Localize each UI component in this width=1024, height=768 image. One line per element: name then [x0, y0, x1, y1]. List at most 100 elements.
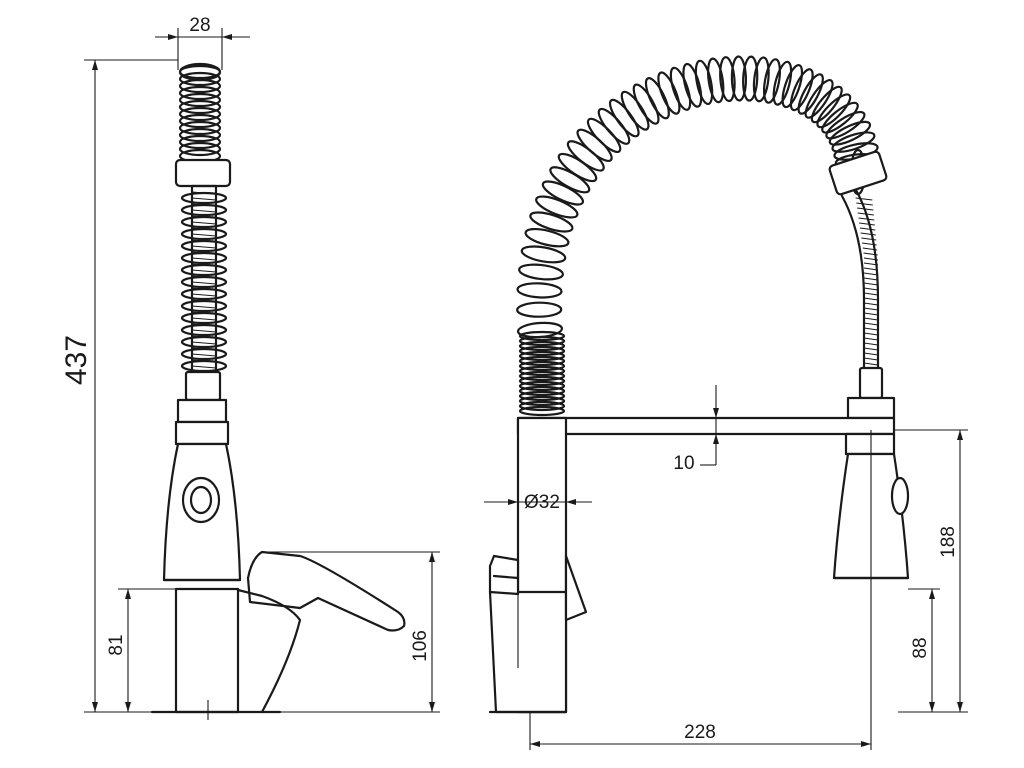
hose-rib — [191, 269, 217, 273]
front-spray-button — [890, 476, 910, 516]
side-spring-coil-top — [178, 62, 222, 164]
front-lever-block — [488, 590, 568, 714]
hose-rib — [863, 352, 879, 356]
hose-rib — [863, 257, 879, 261]
dim-side-base-height: 81 — [106, 634, 127, 655]
hose-rib — [191, 281, 217, 285]
side-hose-ferrule — [184, 370, 222, 402]
dim-overall-height: 437 — [60, 335, 93, 385]
dimension-lines — [84, 28, 968, 750]
coil-loop — [178, 62, 222, 82]
hose-rib — [191, 311, 217, 315]
coil-loop — [518, 355, 566, 367]
dim-side-top-width: 28 — [189, 15, 210, 36]
hose-rib — [863, 282, 879, 286]
side-lever-handle — [246, 550, 406, 632]
coil-loop — [178, 134, 222, 150]
hose-rib — [191, 251, 217, 255]
coil-loop — [180, 251, 228, 265]
hose-edge — [854, 188, 880, 372]
hose-rib — [858, 217, 875, 221]
front-right-hose — [840, 188, 880, 372]
coil-loop — [762, 58, 782, 104]
hose-rib — [191, 221, 217, 225]
dim-bar-thickness: 10 — [673, 453, 694, 474]
hose-rib — [191, 341, 217, 345]
coil-loop — [180, 335, 228, 349]
hose-rib — [863, 322, 879, 326]
coil-loop — [518, 345, 566, 357]
coil-loop — [180, 263, 228, 277]
coil-loop — [178, 127, 222, 143]
coil-loop — [518, 330, 566, 342]
coil-loop — [518, 400, 566, 412]
coil-loop — [180, 359, 228, 373]
coil-loop — [180, 215, 228, 229]
coil-loop — [518, 335, 566, 347]
coil-loop — [632, 83, 660, 125]
hose-rib — [191, 305, 217, 309]
coil-loop — [742, 55, 759, 102]
coil-loop — [752, 56, 770, 103]
coil-loop — [180, 323, 228, 337]
hose-rib — [863, 337, 879, 341]
hose-rib — [862, 247, 878, 251]
hose-rib — [191, 209, 217, 213]
coil-loop — [520, 245, 567, 264]
hose-rib — [863, 307, 879, 311]
coil-loop — [825, 110, 866, 140]
coil-loop — [541, 180, 585, 206]
hose-rib — [191, 335, 217, 339]
front-view — [488, 55, 910, 714]
coil-loop — [518, 365, 566, 377]
hose-rib — [863, 252, 878, 256]
hose-rib — [191, 359, 217, 363]
coil-loop — [180, 347, 228, 361]
coil-loop — [821, 101, 859, 134]
coil-loop — [524, 227, 570, 248]
coil-loop — [772, 60, 793, 106]
coil-loop — [535, 195, 579, 219]
side-spring-coil-lower — [180, 191, 228, 373]
coil-loop — [518, 405, 566, 417]
coil-loop — [657, 71, 681, 115]
coil-loop — [781, 64, 804, 109]
coil-loop — [178, 141, 222, 157]
coil-loop — [828, 120, 872, 146]
front-lever-left-line — [492, 574, 520, 580]
hose-edge — [840, 194, 866, 372]
coil-loop — [804, 79, 834, 119]
coil-loop — [518, 390, 566, 402]
coil-loop — [831, 131, 876, 153]
side-holder-ring — [176, 398, 228, 424]
coil-loop — [178, 120, 222, 136]
coil-loop — [518, 263, 564, 281]
coil-loop — [719, 56, 736, 103]
coil-loop — [180, 311, 228, 325]
side-lever-housing — [236, 588, 302, 714]
dim-spray-bottom-height: 88 — [910, 637, 931, 658]
coil-loop — [682, 62, 703, 108]
hose-rib — [191, 293, 217, 297]
hose-rib — [863, 277, 879, 281]
coil-loop — [180, 299, 228, 313]
dim-reach: 228 — [684, 722, 716, 743]
hose-rib — [863, 362, 879, 366]
front-hose-ferrule — [858, 366, 884, 400]
coil-loop — [789, 68, 814, 112]
front-holder-ring — [846, 396, 896, 420]
hose-rib — [856, 202, 873, 206]
coil-loop — [518, 395, 566, 407]
coil-loop — [178, 113, 222, 129]
side-holder-ring-lower — [174, 420, 230, 446]
hose-rib — [863, 342, 879, 346]
coil-loop — [706, 57, 725, 104]
coil-loop — [178, 92, 222, 108]
hose-rib — [857, 212, 874, 216]
side-faucet-body — [174, 587, 240, 714]
coil-loop — [178, 106, 222, 122]
hose-rib — [191, 215, 217, 219]
hose-rib — [863, 332, 879, 336]
coil-loop — [810, 85, 843, 124]
hose-rib — [191, 245, 217, 249]
